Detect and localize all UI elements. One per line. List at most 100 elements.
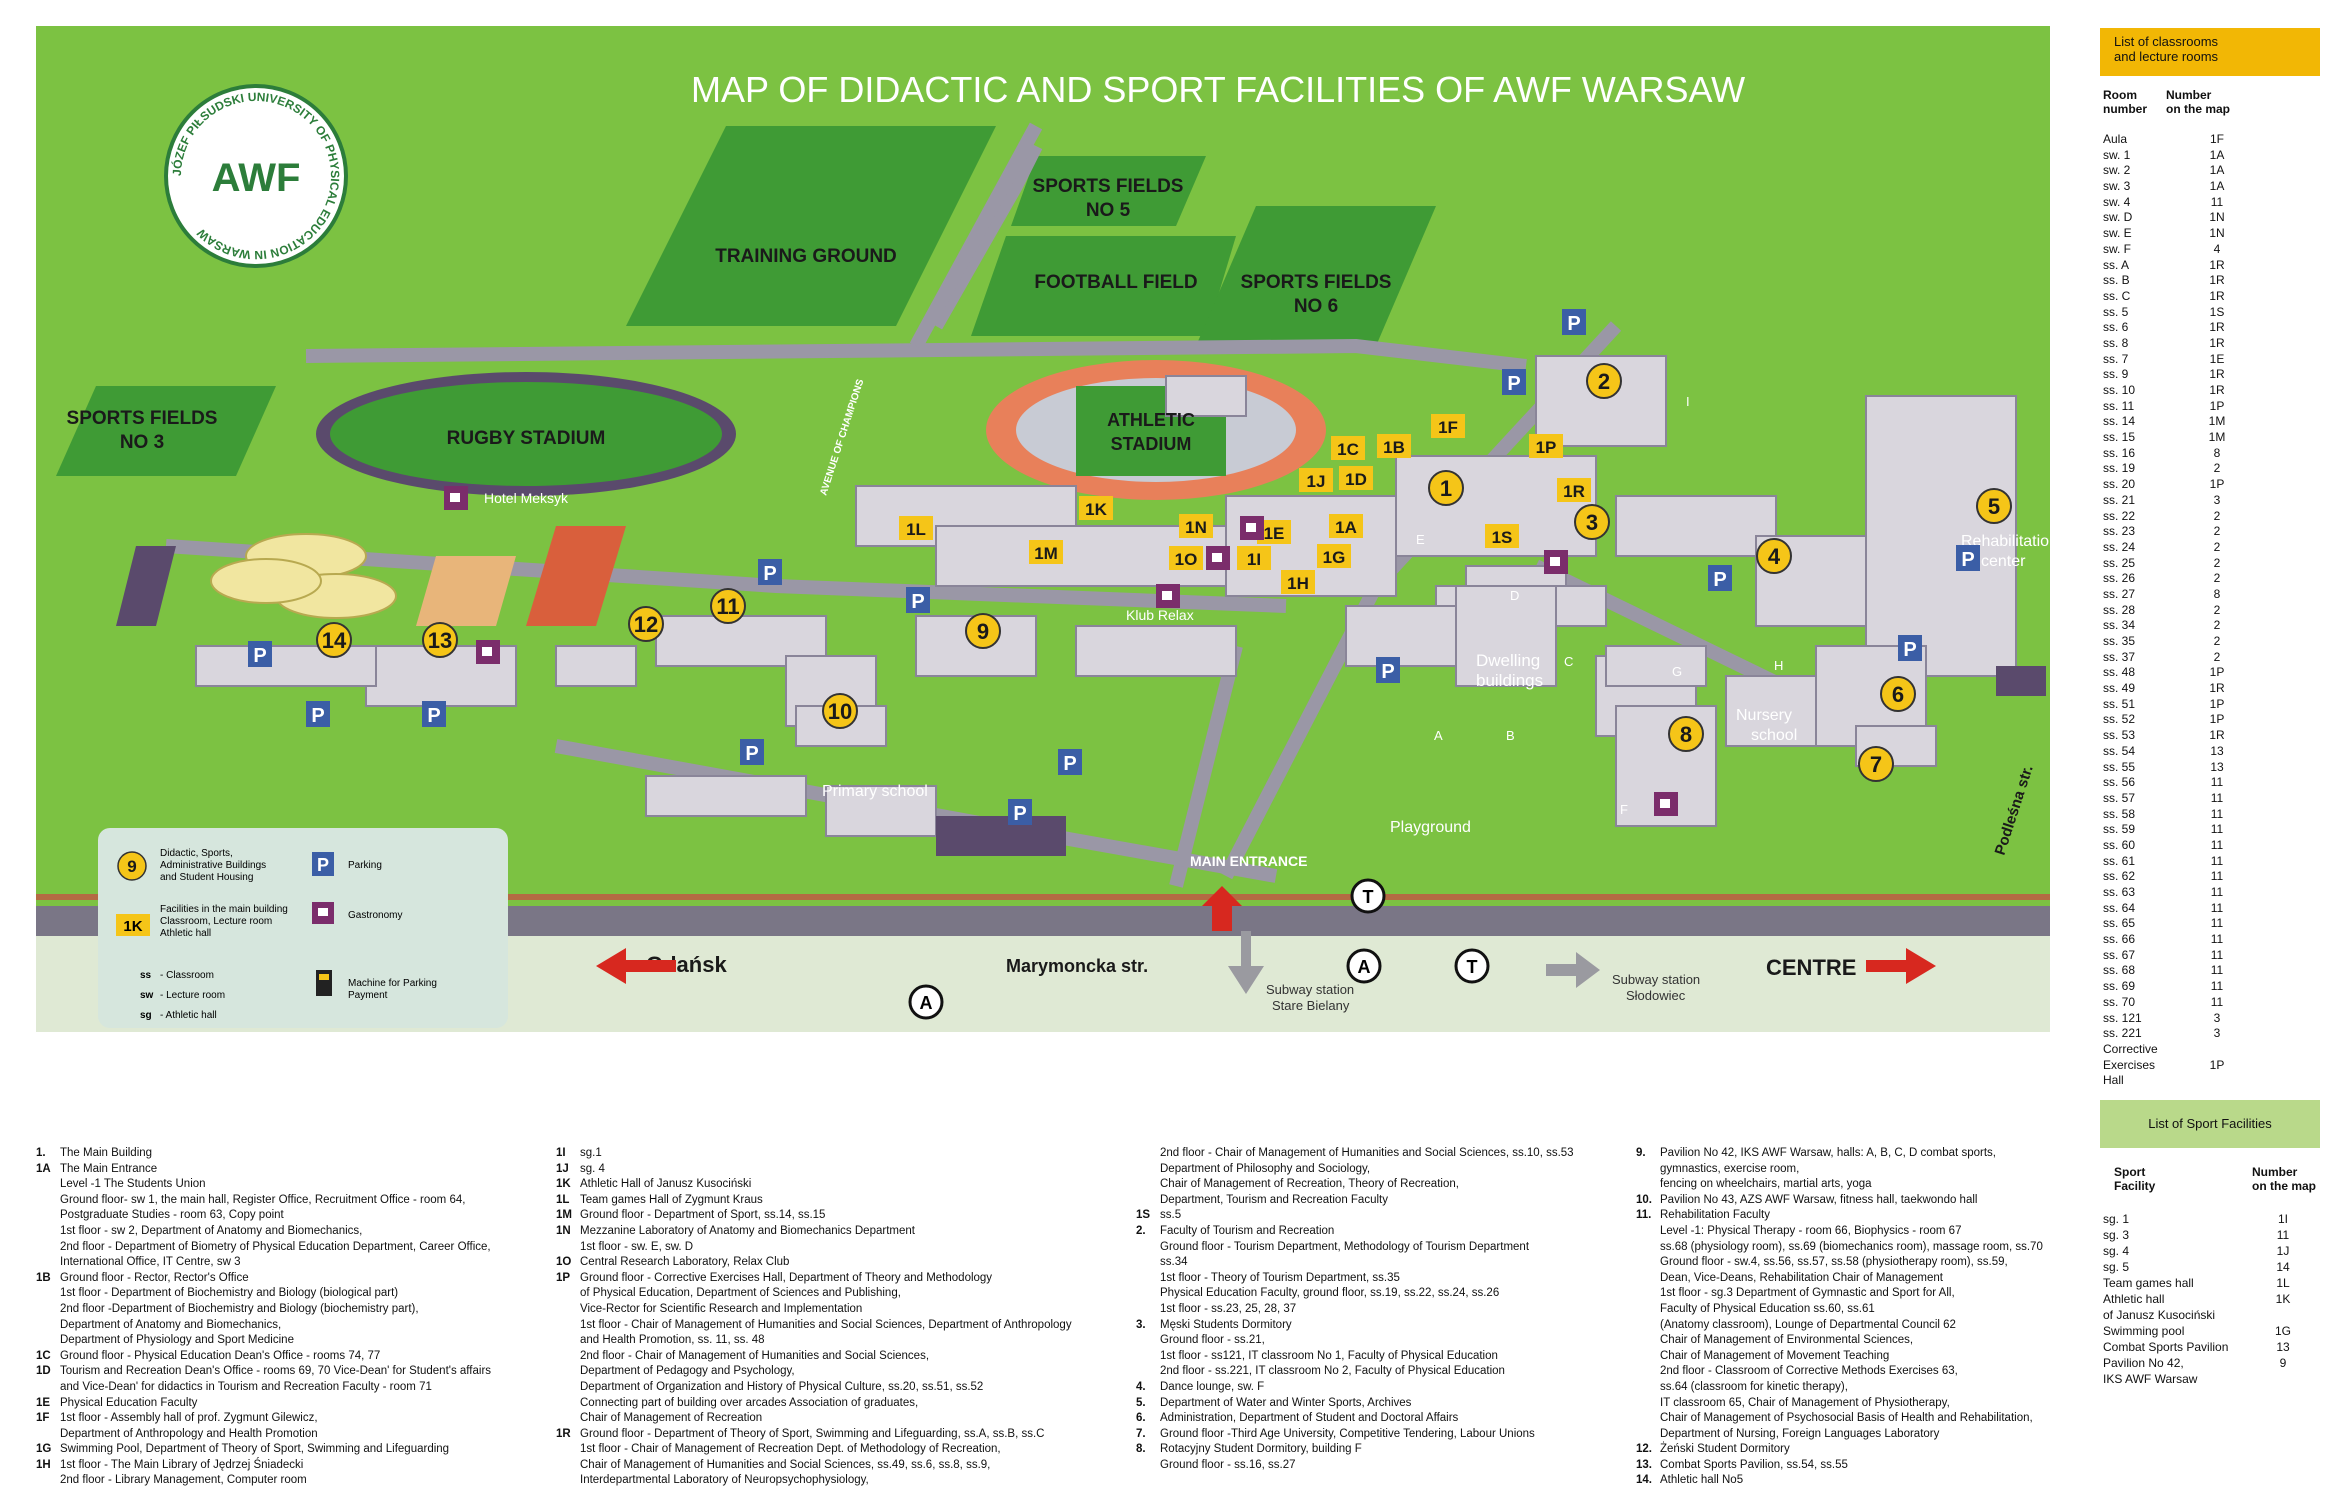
map-title: MAP OF DIDACTIC AND SPORT FACILITIES OF … xyxy=(691,69,1745,110)
classroom-map-number xyxy=(2187,1042,2247,1058)
svg-text:6: 6 xyxy=(1892,682,1904,707)
classroom-map-number: 2 xyxy=(2213,539,2221,554)
svg-text:Administrative Buildings: Administrative Buildings xyxy=(160,860,266,871)
classroom-map-number: 1R xyxy=(2209,367,2225,382)
legend-line: Department of Pedagogy and Psychology, xyxy=(580,1365,795,1378)
classroom-room: Aula xyxy=(2103,132,2128,146)
svg-text:9: 9 xyxy=(127,857,136,876)
classroom-map-number: 1R xyxy=(2209,273,2225,288)
label-sports-fields-5-b: NO 5 xyxy=(1086,200,1131,221)
parking-icon: P xyxy=(740,739,764,765)
legend-line: Ground floor- sw 1, the main hall, Regis… xyxy=(60,1193,466,1206)
classroom-room: ss. 59 xyxy=(2103,822,2136,837)
tennis-courts xyxy=(526,526,626,626)
svg-text:1O: 1O xyxy=(1175,550,1198,569)
svg-text:1J: 1J xyxy=(1307,472,1326,491)
classroom-map-number: 1R xyxy=(2209,383,2225,397)
svg-text:P: P xyxy=(1013,803,1026,825)
legend-line: Department of Physiology and Sport Medic… xyxy=(60,1334,294,1347)
tag-1n: 1N xyxy=(1179,514,1213,538)
classroom-map-number: 11 xyxy=(2210,822,2224,837)
label-rugby-stadium: RUGBY STADIUM xyxy=(447,428,606,449)
classroom-map-number: 2 xyxy=(2213,634,2221,648)
parking-icon: P xyxy=(1058,749,1082,775)
classroom-room: ss. 35 xyxy=(2103,634,2136,648)
sport-facility: Combat Sports Pavilion xyxy=(2103,1340,2229,1354)
classroom-map-number: 11 xyxy=(2210,806,2224,821)
label-subway-slodowiec-b: Słodowiec xyxy=(1626,988,1686,1003)
svg-text:1H: 1H xyxy=(1287,574,1309,593)
classroom-room: ss. 65 xyxy=(2103,916,2136,931)
legend-line: 11.Rehabilitation Faculty xyxy=(1636,1209,1770,1222)
label-klub-relax: Klub Relax xyxy=(1126,607,1194,623)
classroom-map-number: 1P xyxy=(2209,477,2225,492)
legend-line: 1st floor - sg.3 Department of Gymnastic… xyxy=(1660,1287,1955,1300)
legend-parking-icon xyxy=(312,852,334,876)
label-nursery-a: Nursery xyxy=(1736,707,1792,724)
gastronomy-icon xyxy=(476,640,500,664)
svg-text:T: T xyxy=(1467,957,1478,977)
parking-icon: P xyxy=(1008,799,1032,825)
classroom-room: sw. 1 xyxy=(2103,147,2131,162)
legend-line: gymnastics, exercise room, xyxy=(1660,1162,1800,1175)
legend-line: Vice-Rector for Scientific Research and … xyxy=(580,1302,863,1315)
parking-icon: P xyxy=(306,701,330,727)
parking-icon: P xyxy=(1502,369,1526,395)
legend-line: Ground floor - ss.21, xyxy=(1160,1334,1265,1347)
classroom-room: ss. 53 xyxy=(2103,728,2136,743)
svg-text:Parking: Parking xyxy=(348,860,382,871)
parking-icon: P xyxy=(1376,657,1400,683)
classroom-map-number: 8 xyxy=(2213,586,2221,601)
arrow-subway-slodowiec-icon xyxy=(1546,952,1600,988)
label-nursery-b: school xyxy=(1751,727,1797,744)
legend-line: Department of Philosophy and Sociology, xyxy=(1160,1162,1371,1175)
training-ground-field xyxy=(626,126,996,326)
classroom-room: ss. 64 xyxy=(2103,900,2136,915)
label-sports-fields-5-a: SPORTS FIELDS xyxy=(1033,176,1184,197)
svg-text:1G: 1G xyxy=(1323,548,1346,567)
svg-text:1F: 1F xyxy=(1438,418,1458,437)
legend-line: ss.68 (physiology room), ss.69 (biomecha… xyxy=(1660,1240,2043,1253)
classroom-map-number: 11 xyxy=(2210,916,2224,931)
building-marker-4: 4 xyxy=(1756,538,1792,574)
classroom-map-number: 11 xyxy=(2210,775,2224,790)
svg-text:1M: 1M xyxy=(1034,544,1058,563)
classroom-map-number: 11 xyxy=(2210,979,2224,994)
legend-line: Level -1: Physical Therapy - room 66, Bi… xyxy=(1660,1224,1962,1237)
classroom-room: ss. 57 xyxy=(2103,790,2136,805)
svg-text:ss: ss xyxy=(140,970,152,981)
classroom-map-number: 11 xyxy=(2210,853,2224,868)
classroom-room: ss. 69 xyxy=(2103,979,2136,994)
svg-text:1: 1 xyxy=(1440,476,1452,501)
legend-line: Department of Nursing, Foreign Languages… xyxy=(1660,1427,1940,1440)
svg-text:1I: 1I xyxy=(1247,550,1261,569)
svg-text:P: P xyxy=(427,705,440,727)
gastronomy-icon xyxy=(1654,792,1678,816)
sports-fields-5 xyxy=(1011,156,1206,226)
classroom-map-number: 1F xyxy=(2209,132,2224,146)
classroom-room: ss. 20 xyxy=(2103,477,2136,492)
classroom-room: sw. E xyxy=(2103,226,2132,241)
legend-line: Department of Organization and History o… xyxy=(580,1380,984,1393)
classroom-room: ss. 23 xyxy=(2103,524,2136,539)
legend-line: 1st floor - ss.23, 25, 28, 37 xyxy=(1160,1302,1297,1315)
classroom-room: ss. 54 xyxy=(2103,743,2136,758)
label-football-field: FOOTBALL FIELD xyxy=(1034,272,1197,293)
legend-line: Chair of Management of Psychosocial Basi… xyxy=(1660,1412,2033,1425)
parking-icon: P xyxy=(422,701,446,727)
legend-line: fencing on wheelchairs, martial arts, yo… xyxy=(1660,1178,1872,1191)
campus-map: MAP OF DIDACTIC AND SPORT FACILITIES OF … xyxy=(36,26,2050,1032)
svg-text:Classroom, Lecture room: Classroom, Lecture room xyxy=(160,916,272,927)
svg-text:5: 5 xyxy=(1988,494,2000,519)
classroom-room: ss. 52 xyxy=(2103,712,2136,727)
classroom-room: ss. 70 xyxy=(2103,994,2136,1009)
svg-text:1K: 1K xyxy=(1085,500,1107,519)
tag-1b: 1B xyxy=(1377,434,1411,458)
